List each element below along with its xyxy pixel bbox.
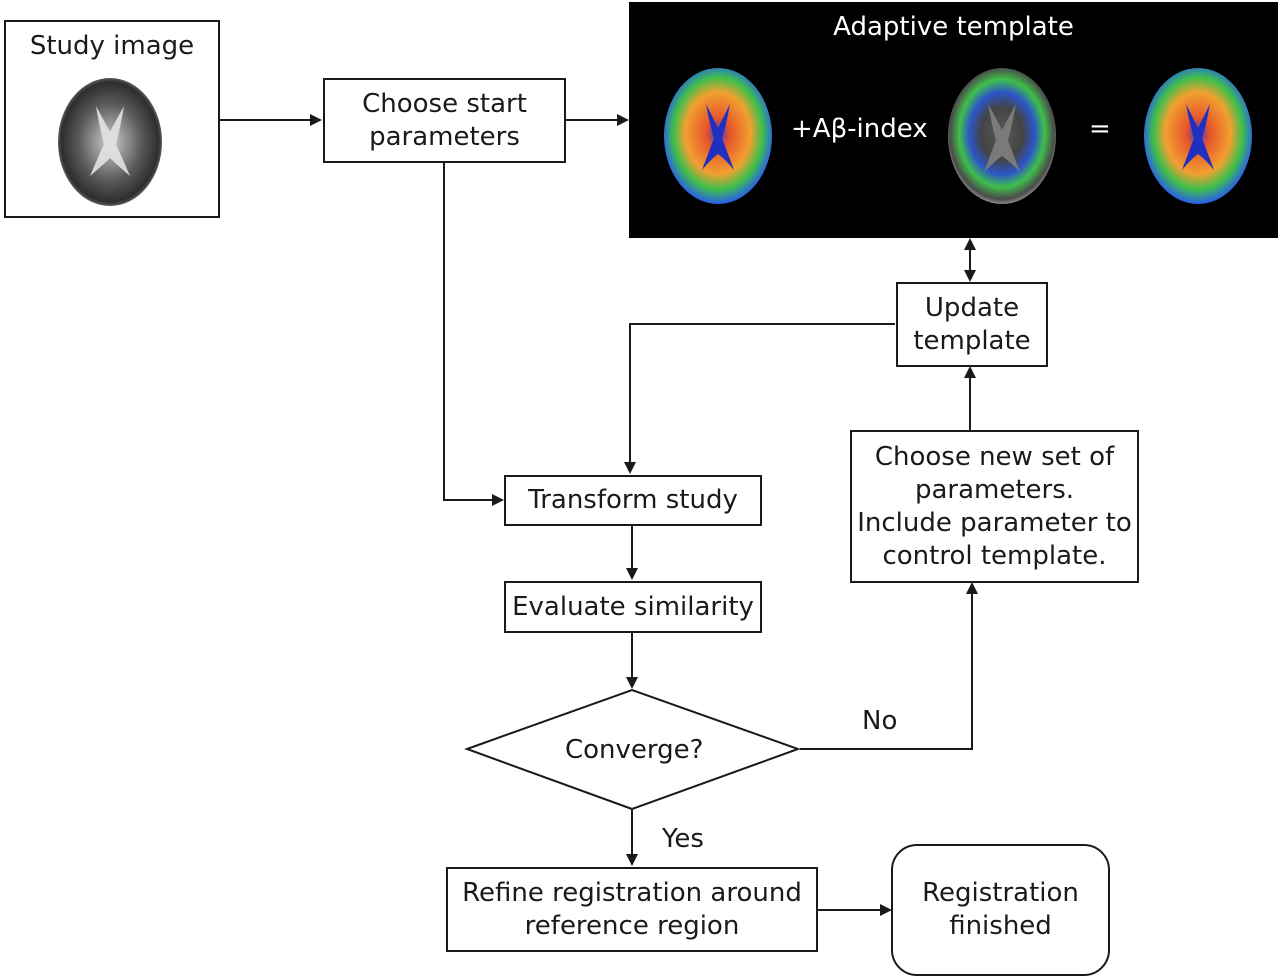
registration-finished-box: Registration finished	[891, 844, 1110, 976]
adaptive-template-title: Adaptive template	[833, 12, 1074, 42]
converge-label: Converge?	[565, 735, 704, 765]
abeta-index-label: +Aβ-index	[791, 114, 928, 144]
refine-registration-box: Refine registration around reference reg…	[446, 867, 818, 952]
transform-study-box: Transform study	[504, 475, 762, 526]
edge-update-to-transform	[624, 323, 895, 474]
edge-converge-no	[800, 582, 978, 750]
study-brain-image	[58, 78, 162, 206]
equals-sign: =	[1089, 114, 1111, 144]
edge-start-to-transform	[443, 163, 504, 506]
template-brain-base	[664, 68, 772, 204]
yes-edge-label: Yes	[662, 824, 704, 854]
evaluate-similarity-box: Evaluate similarity	[504, 581, 762, 633]
template-brain-result	[1144, 68, 1252, 204]
no-edge-label: No	[862, 706, 898, 736]
study-image-label: Study image	[29, 31, 195, 61]
abeta-index-brain	[948, 68, 1056, 204]
choose-new-parameters-box: Choose new set of parameters. Include pa…	[850, 430, 1139, 583]
converge-diamond	[464, 688, 801, 811]
choose-start-parameters-box: Choose start parameters	[323, 78, 566, 163]
update-template-box: Update template	[896, 282, 1048, 367]
